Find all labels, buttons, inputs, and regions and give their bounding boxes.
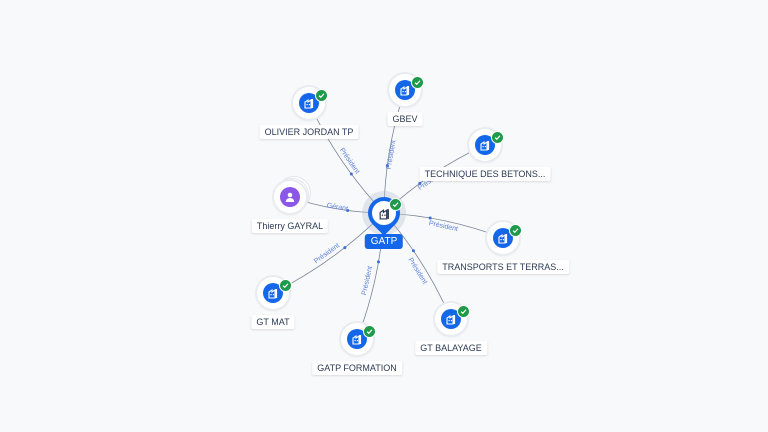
edge-arrow-transports — [428, 216, 432, 220]
node-circle[interactable] — [293, 87, 325, 119]
node-label[interactable]: OLIVIER JORDAN TP — [259, 125, 359, 139]
building-icon — [441, 309, 461, 329]
node-circle[interactable] — [341, 323, 373, 355]
node-circle[interactable] — [274, 181, 306, 213]
node-label[interactable]: GBEV — [387, 112, 423, 126]
person-icon — [280, 187, 300, 207]
verified-check-icon — [389, 198, 402, 211]
node-label[interactable]: GT MAT — [251, 315, 295, 329]
building-icon — [299, 93, 319, 113]
verified-check-icon — [363, 325, 376, 338]
verified-check-icon — [457, 305, 470, 318]
edge-arrow-gatpformation — [376, 260, 380, 264]
edge-arrow-gbev — [385, 163, 389, 167]
building-icon — [347, 329, 367, 349]
edge-label-transports: Président — [428, 220, 458, 233]
edge-arrow-thierry — [346, 208, 350, 212]
edge-label-thierry: Gérant — [326, 202, 348, 213]
node-label[interactable]: GT BALAYAGE — [415, 341, 487, 355]
edge-arrow-gtmat — [343, 246, 347, 250]
edge-arrow-technique — [418, 181, 422, 185]
building-icon — [395, 80, 415, 100]
verified-check-icon — [315, 89, 328, 102]
building-icon — [493, 228, 513, 248]
building-icon — [475, 135, 495, 155]
building-icon — [263, 283, 283, 303]
verified-check-icon — [279, 279, 292, 292]
verified-check-icon — [411, 76, 424, 89]
node-label[interactable]: TRANSPORTS ET TERRAS... — [437, 260, 569, 274]
node-label[interactable]: GATP FORMATION — [312, 361, 402, 375]
edge-label-gtbalayage: Président — [406, 257, 428, 286]
node-label[interactable]: Thierry GAYRAL — [251, 219, 329, 233]
node-circle[interactable] — [257, 277, 289, 309]
verified-check-icon — [509, 224, 522, 237]
center-label[interactable]: GATP — [364, 234, 404, 249]
edge-arrow-olivier — [349, 172, 353, 176]
verified-check-icon — [491, 131, 504, 144]
edge-arrow-gtbalayage — [411, 249, 415, 253]
node-label[interactable]: TECHNIQUE DES BETONS... — [419, 167, 551, 181]
edge-label-gbev: Président — [386, 140, 398, 170]
